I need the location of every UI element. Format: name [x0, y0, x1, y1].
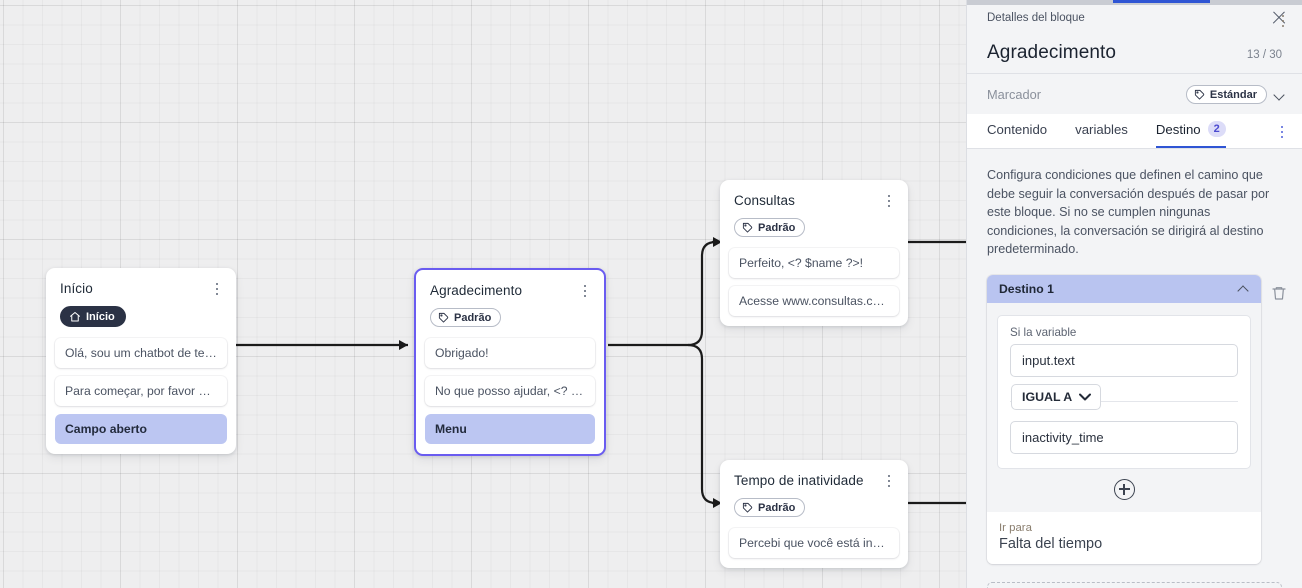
node-body: Olá, sou um chatbot de teste! Para começ… [46, 337, 236, 454]
node-input-row[interactable]: Menu [425, 414, 595, 444]
tag-icon [742, 502, 753, 513]
panel-overflow-menu-button[interactable] [1274, 124, 1290, 140]
trash-icon[interactable] [1268, 284, 1290, 302]
node-message[interactable]: Olá, sou um chatbot de teste! [55, 337, 227, 368]
node-message[interactable]: Perfeito, <? $name ?>! [729, 248, 899, 278]
node-tag-start: Início [60, 306, 126, 327]
tab-badge-count: 2 [1207, 121, 1226, 137]
node-message[interactable]: Obrigado! [425, 338, 595, 368]
marker-chip-label: Estándar [1209, 88, 1257, 101]
node-menu-button[interactable] [209, 281, 225, 297]
node-message[interactable]: Acesse www.consultas.com par... [729, 286, 899, 316]
home-icon [70, 311, 80, 321]
operator-label: IGUAL A [1022, 389, 1073, 404]
flow-canvas[interactable]: Início Início Olá, sou um chatbot de tes… [0, 0, 966, 588]
chevron-down-icon[interactable] [1274, 89, 1286, 101]
panel-body: Agradecimento 13 / 30 Marcador Estándar [967, 14, 1302, 588]
node-header: Agradecimento Padrão [416, 270, 604, 338]
node-message[interactable]: No que posso ajudar, <? $name ... [425, 376, 595, 406]
destination-header-label: Destino 1 [999, 281, 1054, 296]
node-body: Perfeito, <? $name ?>! Acesse www.consul… [720, 248, 908, 326]
destination-header[interactable]: Destino 1 [987, 274, 1261, 303]
node-input-row[interactable]: Campo aberto [55, 413, 227, 444]
condition-box: Si la variable input.text IGUAL A [997, 314, 1251, 469]
node-tag-wrap: Padrão [430, 308, 591, 328]
character-counter: 13 / 30 [1246, 49, 1282, 61]
marker-row: Marcador Estándar [967, 74, 1302, 114]
panel-header: Detalles del bloque [967, 5, 1302, 30]
node-tag-wrap: Início [60, 306, 223, 328]
node-tag-wrap: Padrão [734, 498, 895, 518]
chevron-up-icon[interactable] [1238, 283, 1250, 295]
node-menu-button[interactable] [577, 283, 593, 299]
block-details-panel: Detalles del bloque Agradecimento 13 / 3… [966, 0, 1302, 588]
node-tag-label: Padrão [454, 311, 492, 324]
operator-select[interactable]: IGUAL A [1011, 383, 1102, 410]
node-title: Início [60, 281, 93, 296]
node-menu-button[interactable] [881, 473, 897, 489]
trash-icon-glyph [1272, 286, 1286, 300]
destination-card: Destino 1 Si la variable input.text IGUA… [987, 14, 1285, 564]
condition-label: Si la variable [1010, 325, 1077, 339]
node-header: Tempo de inatividade Padrão [720, 460, 908, 528]
block-title-row: Agradecimento 13 / 30 [967, 30, 1302, 74]
panel-scroll-area[interactable]: Configura condiciones que definen el cam… [967, 14, 1302, 588]
tag-icon [438, 312, 449, 323]
top-progress-bar [967, 0, 1302, 5]
node-header: Consultas Padrão [720, 180, 908, 248]
node-tag-default: Padrão [734, 498, 806, 517]
flow-node-tempo-de-inatividade[interactable]: Tempo de inatividade Padrão Percebi que … [720, 460, 908, 568]
goto-label: Ir para [999, 521, 1032, 534]
node-title: Consultas [734, 193, 795, 208]
node-body: Percebi que você está inativo. C... [720, 528, 908, 568]
add-destination-wrap: Agregar destino [967, 564, 1302, 588]
operator-row: IGUAL A [1010, 383, 1238, 418]
tag-icon [1194, 89, 1205, 100]
node-header: Início Início [46, 268, 236, 338]
flow-node-consultas[interactable]: Consultas Padrão Perfeito, <? $name ?>! … [720, 180, 908, 326]
node-tag-wrap: Padrão [734, 218, 895, 238]
flow-node-agradecimento[interactable]: Agradecimento Padrão Obrigado! No que po… [414, 268, 606, 456]
marker-chip[interactable]: Estándar [1185, 85, 1267, 104]
flow-node-inicio[interactable]: Início Início Olá, sou um chatbot de tes… [46, 268, 236, 454]
node-tag-default: Padrão [734, 218, 806, 237]
plus-circle-icon[interactable] [1113, 478, 1135, 500]
goto-row[interactable]: Ir para Falta del tiempo [987, 14, 1285, 564]
progress-indicator [1113, 0, 1210, 3]
goto-value: Falta del tiempo [999, 535, 1103, 552]
tag-icon [742, 222, 753, 233]
node-tag-label: Início [86, 310, 115, 323]
destination-section: Destino 1 Si la variable input.text IGUA… [967, 14, 1302, 564]
tab-variables[interactable]: variables [1075, 115, 1128, 148]
tab-label: Contenido [987, 122, 1048, 137]
add-condition-row [987, 469, 1261, 512]
destination-description: Configura condiciones que definen el cam… [987, 168, 1270, 256]
comparison-value-field[interactable]: inactivity_time [1010, 420, 1238, 454]
tab-destino[interactable]: Destino 2 [1155, 114, 1226, 148]
tab-label: Destino [1155, 121, 1201, 137]
marker-label: Marcador [987, 87, 1042, 102]
panel-tabs: Contenido variables Destino 2 [967, 114, 1302, 149]
tab-label: variables [1075, 122, 1128, 137]
node-menu-button[interactable] [881, 193, 897, 209]
panel-header-title: Detalles del bloque [987, 11, 1085, 24]
marker-controls: Estándar [1185, 85, 1286, 104]
add-destination-button[interactable]: Agregar destino [987, 581, 1282, 588]
node-message[interactable]: Percebi que você está inativo. C... [729, 528, 899, 558]
chevron-down-icon [1079, 393, 1092, 400]
node-title: Tempo de inatividade [734, 473, 864, 488]
tab-contenido[interactable]: Contenido [987, 115, 1047, 148]
goto-texts: Ir para Falta del tiempo [999, 522, 1102, 552]
node-message[interactable]: Para começar, por favor digite o ... [55, 375, 227, 406]
page-title: Agradecimento [987, 42, 1117, 63]
node-tag-label: Padrão [758, 221, 796, 234]
node-tag-label: Padrão [758, 501, 796, 514]
variable-field[interactable]: input.text [1010, 343, 1238, 377]
node-body: Obrigado! No que posso ajudar, <? $name … [416, 338, 604, 454]
node-title: Agradecimento [430, 283, 523, 298]
node-tag-default: Padrão [430, 308, 502, 327]
